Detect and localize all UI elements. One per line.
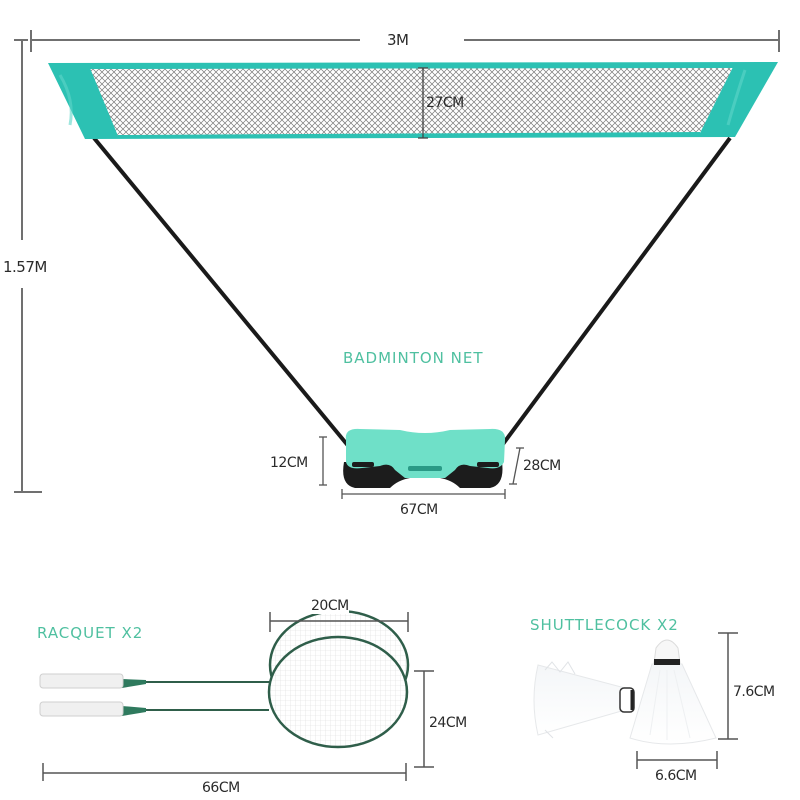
base-dimensions: [319, 436, 524, 499]
racquet-title: RACQUET X2: [37, 624, 144, 642]
base-depth-label: 28CM: [523, 458, 561, 474]
net-height-dimension: [14, 39, 42, 493]
mesh-height-dimension: [418, 67, 428, 139]
shuttlecock-pair: [533, 639, 717, 745]
racquet-length-label: 66CM: [202, 780, 240, 796]
net-width-label: 3M: [383, 32, 413, 48]
net-banner: [48, 62, 778, 139]
net-height-label: 1.57M: [3, 258, 47, 276]
net-width-dimension: [30, 30, 780, 52]
racquet-pair: [39, 609, 410, 749]
badminton-net-title: BADMINTON NET: [343, 349, 484, 367]
mesh-height-label: 27CM: [426, 95, 464, 111]
shuttlecock-width-label: 6.6CM: [655, 768, 697, 784]
racquet-head-height-label: 24CM: [429, 715, 467, 731]
net-poles: [92, 136, 732, 450]
racquet-dimensions: [42, 612, 434, 781]
net-base: [343, 428, 506, 488]
shuttlecock-dimensions: [636, 632, 738, 769]
shuttlecock-height-label: 7.6CM: [733, 684, 775, 700]
racquet-head-width-label: 20CM: [311, 598, 349, 614]
base-height-label: 12CM: [270, 455, 308, 471]
shuttlecock-title: SHUTTLECOCK X2: [530, 616, 679, 634]
base-width-label: 67CM: [400, 502, 438, 518]
